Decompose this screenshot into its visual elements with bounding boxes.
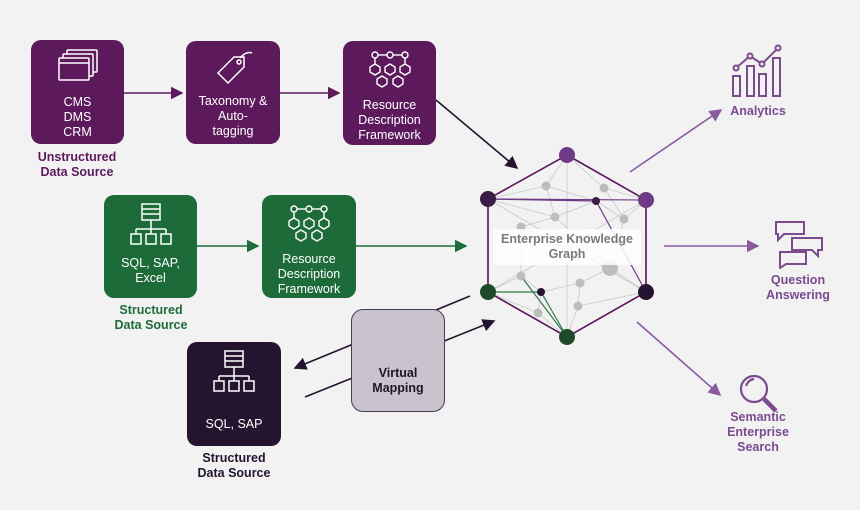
graph-node: [559, 147, 575, 163]
graph-node: [638, 192, 654, 208]
chat-bubbles-icon: [772, 219, 826, 274]
structured-virtual-caption: Structured Data Source: [197, 451, 271, 480]
arrow-graph-to-search: [636, 321, 722, 397]
arrow-graph-to-analytics: [629, 109, 723, 173]
sql-sap-excel-box: SQL, SAP, Excel: [104, 195, 197, 298]
sql-sap-excel-label: SQL, SAP, Excel: [121, 256, 180, 285]
cms-dms-crm-box: CMS DMS CRM: [31, 40, 124, 144]
rdf-graph-icon: [365, 49, 415, 94]
virtual-mapping-box: Virtual Mapping: [351, 309, 445, 412]
enterprise-knowledge-graph-label: Enterprise Knowledge Graph: [501, 232, 633, 261]
graph-node: [559, 329, 575, 345]
magnifier-icon: [736, 372, 780, 421]
structured-caption: Structured Data Source: [114, 303, 188, 332]
sql-sap-box: SQL, SAP: [187, 342, 281, 446]
rdf-label-structured: Resource Description Framework: [277, 252, 341, 296]
rdf-label-unstructured: Resource Description Framework: [358, 98, 421, 142]
documents-icon: [55, 48, 101, 91]
taxonomy-box: Taxonomy & Auto- tagging: [186, 41, 280, 144]
virtual-mapping-label: Virtual Mapping: [372, 365, 424, 395]
analytics-label: Analytics: [730, 104, 786, 118]
graph-node: [480, 284, 496, 300]
unstructured-caption: Unstructured Data Source: [37, 150, 117, 179]
arrow-rdf-to-graph: [435, 99, 519, 170]
rdf-box-unstructured: Resource Description Framework: [343, 41, 436, 145]
tag-icon: [212, 49, 254, 90]
database-hierarchy-icon: [128, 203, 174, 252]
analytics-chart-icon: [730, 44, 786, 105]
question-answering-label: Question Answering: [766, 273, 830, 302]
enterprise-knowledge-graph-title: Enterprise Knowledge Graph: [493, 229, 641, 265]
knowledge-graph-network: [480, 147, 654, 345]
rdf-box-structured: Resource Description Framework: [262, 195, 356, 298]
graph-node: [638, 284, 654, 300]
graph-node: [480, 191, 496, 207]
rdf-graph-icon: [284, 203, 334, 248]
sql-sap-label: SQL, SAP: [205, 417, 263, 431]
cms-dms-crm-label: CMS DMS CRM: [63, 95, 92, 139]
semantic-search-label: Semantic Enterprise Search: [727, 410, 789, 454]
taxonomy-label: Taxonomy & Auto- tagging: [198, 94, 268, 138]
database-hierarchy-icon: [211, 350, 257, 399]
